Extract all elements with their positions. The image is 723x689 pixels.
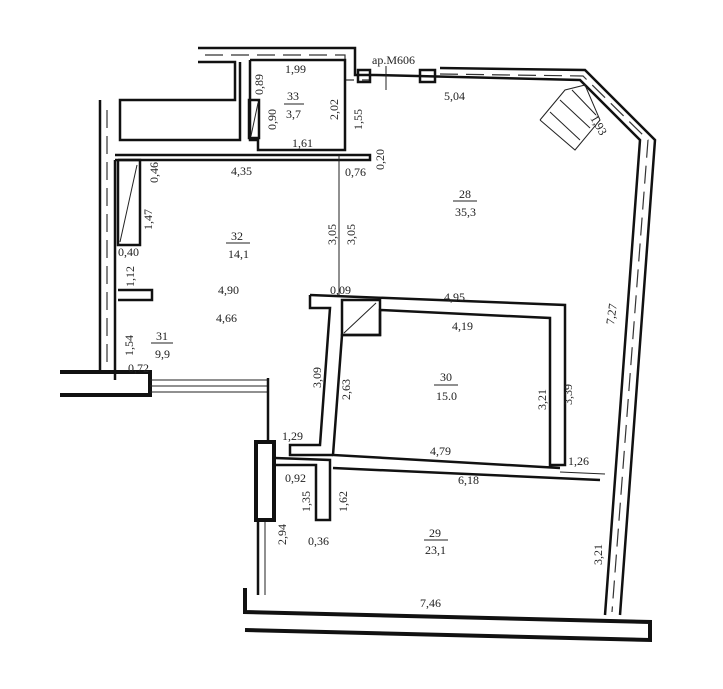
dim: 4,66 (216, 311, 237, 325)
dim: 6,18 (458, 473, 479, 487)
dim: 1,62 (336, 491, 350, 512)
dim: 1,61 (292, 136, 313, 150)
dim: 1,35 (299, 491, 313, 512)
dim: 4,90 (218, 283, 239, 297)
dim: 5,04 (444, 89, 465, 103)
dim: 1,26 (568, 454, 589, 468)
room-29: 29 23,1 (424, 526, 448, 557)
dim: 0,40 (118, 245, 139, 259)
room-area: 23,1 (425, 543, 446, 557)
room-32: 32 14,1 (226, 229, 250, 261)
room-number: 33 (287, 89, 299, 103)
dim: 3,21 (591, 544, 605, 565)
room-30: 30 15.0 (434, 370, 458, 403)
dim: 2,94 (275, 524, 289, 545)
dim: 0,36 (308, 534, 329, 548)
room-area: 3,7 (286, 107, 301, 121)
dim: 3,39 (561, 384, 575, 405)
dim: 1,54 (122, 335, 136, 356)
dim: 0,92 (285, 471, 306, 485)
dim: 0,89 (252, 74, 266, 95)
room-number: 30 (440, 370, 452, 384)
dim: 0,09 (330, 283, 351, 297)
apartment-label: ap.M606 (372, 53, 415, 67)
dim: 4,95 (444, 290, 465, 304)
dim: 3,05 (325, 224, 339, 245)
room-number: 32 (231, 229, 243, 243)
dim: 1,29 (282, 429, 303, 443)
dim: 1,47 (141, 209, 155, 230)
dim: 2,63 (339, 379, 353, 400)
dim: 7,27 (603, 303, 620, 326)
dim: 1,55 (351, 109, 365, 130)
room-number: 31 (156, 329, 168, 343)
dim: 0,72 (128, 361, 149, 375)
dim: 0,90 (265, 109, 279, 130)
dimension-labels: 1,99 0,89 0,90 2,02 1,55 1,61 5,04 1,93 … (118, 62, 620, 610)
room-area: 15.0 (436, 389, 457, 403)
room-31: 319,9 (151, 329, 173, 361)
dim: 4,35 (231, 164, 252, 178)
dim: 4,79 (430, 444, 451, 458)
dim: 3,09 (310, 367, 324, 388)
dim: 7,46 (420, 596, 441, 610)
dim: 3,21 (535, 389, 549, 410)
dim: 2,02 (327, 99, 341, 120)
dim: 1,99 (285, 62, 306, 76)
room-number: 28 (459, 187, 471, 201)
dim: 1,12 (123, 266, 137, 287)
dim: 0,76 (345, 165, 366, 179)
room-area: 14,1 (228, 247, 249, 261)
dim: 1,93 (587, 113, 610, 138)
room-28: 28 35,3 (453, 187, 477, 219)
apartment-number: ap.M606 (372, 53, 415, 67)
dim: 0,20 (373, 149, 387, 170)
room-number: 29 (429, 526, 441, 540)
dim: 3,05 (344, 224, 358, 245)
dim: 0,46 (147, 162, 161, 183)
room-33: 333,7 (284, 89, 304, 121)
room-area: 35,3 (455, 205, 476, 219)
room-area: 9,9 (155, 347, 170, 361)
walls (60, 46, 657, 643)
dim: 4,19 (452, 319, 473, 333)
